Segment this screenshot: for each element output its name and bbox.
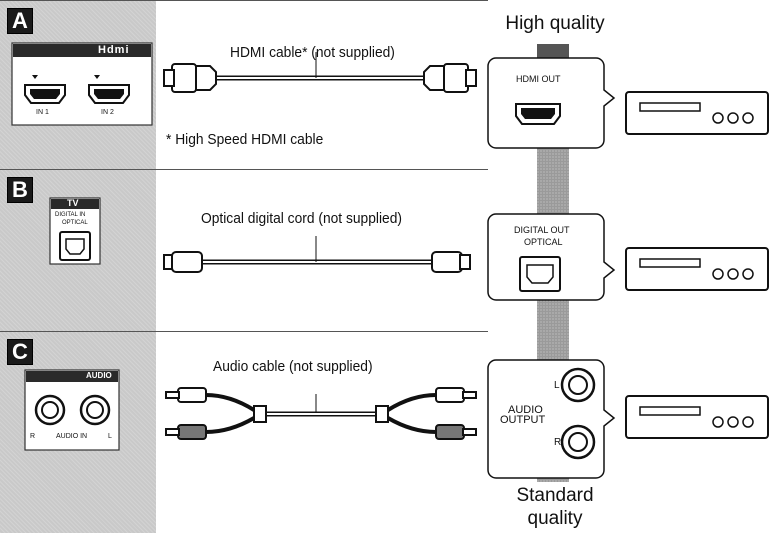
audio-cable-label: Audio cable (not supplied)	[213, 358, 373, 375]
hdmi-input-panel	[11, 42, 153, 126]
player-device-3	[625, 395, 769, 439]
hdmi-cable-label: HDMI cable* (not supplied)	[230, 44, 395, 61]
audio-output-label-1: AUDIO	[508, 404, 543, 416]
audio-port-l: L	[108, 433, 112, 440]
optical-cord-label: Optical digital cord (not supplied)	[201, 210, 402, 227]
high-quality-label: High quality	[505, 13, 605, 34]
optical-panel-sub-1: DIGITAL IN	[55, 212, 86, 218]
audio-panel-title: AUDIO	[86, 371, 112, 380]
optical-input-panel	[49, 197, 101, 265]
audio-cable	[165, 387, 477, 440]
optical-out-callout	[487, 213, 616, 301]
audio-out-callout	[487, 359, 616, 479]
row-letter-c: C	[7, 339, 33, 365]
audio-output-label-2: OUTPUT	[500, 414, 546, 426]
hdmi-port-label-1: IN 1	[36, 109, 49, 116]
audio-port-r: R	[30, 433, 36, 440]
hdmi-out-callout	[487, 57, 616, 149]
audio-input-panel	[24, 369, 120, 451]
audio-out-channel-l: L	[554, 380, 560, 391]
hdmi-out-label: HDMI OUT	[516, 74, 561, 84]
optical-cord	[163, 236, 471, 273]
hdmi-logo: Hdmi	[98, 44, 130, 56]
row-letter-b: B	[7, 177, 33, 203]
top-rule	[0, 0, 488, 1]
standard-quality-label-2: quality	[527, 508, 583, 529]
optical-panel-sub-2: OPTICAL	[62, 220, 88, 226]
hdmi-footnote: * High Speed HDMI cable	[166, 131, 324, 148]
player-device-1	[625, 91, 769, 135]
audio-out-channel-r: R	[554, 437, 562, 448]
separator-b-c	[0, 331, 488, 332]
audio-port-audio-in: AUDIO IN	[56, 433, 88, 440]
player-device-2	[625, 247, 769, 291]
hdmi-port-label-2: IN 2	[101, 109, 114, 116]
hdmi-cable	[163, 52, 477, 93]
separator-a-b	[0, 169, 488, 170]
optical-out-label: OPTICAL	[524, 237, 563, 247]
row-letter-a: A	[7, 8, 33, 34]
standard-quality-label-1: Standard	[516, 485, 594, 506]
optical-panel-title: TV	[67, 198, 79, 208]
digital-out-label: DIGITAL OUT	[514, 225, 570, 235]
